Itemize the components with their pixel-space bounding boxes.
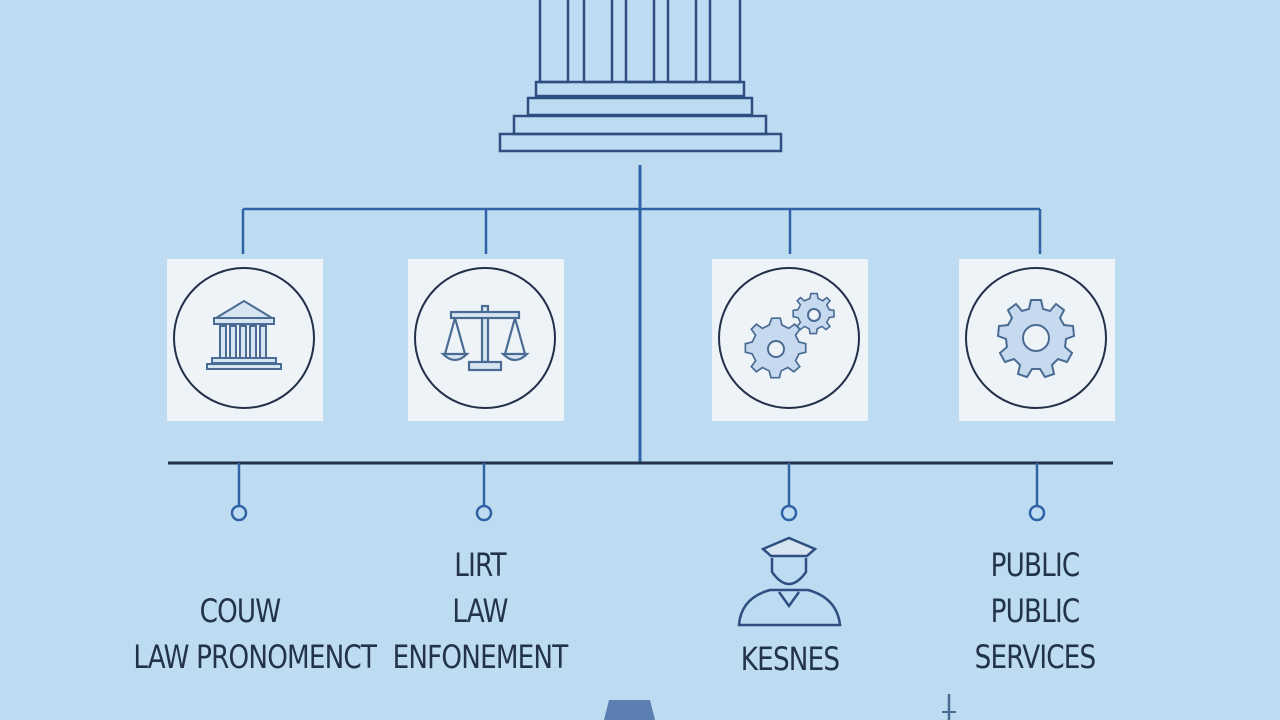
node-label-line: PUBLIC xyxy=(990,546,1081,584)
card-gears xyxy=(712,259,868,421)
icon-circle xyxy=(718,267,860,409)
node-label-line: ENFONEMENT xyxy=(392,638,569,676)
icon-circle xyxy=(965,267,1107,409)
courthouse-icon xyxy=(206,299,282,370)
icon-circle xyxy=(414,267,556,409)
node-label-line: PUBLIC xyxy=(990,592,1081,630)
card-scales xyxy=(408,259,564,421)
node-label-line: LIRT xyxy=(454,546,506,584)
node-label-line: KESNES xyxy=(740,640,840,678)
icon-circle xyxy=(173,267,315,409)
node-label-law: LIRT LAW ENFONEMENT xyxy=(382,542,579,680)
gear-icon xyxy=(996,299,1076,379)
card-gear xyxy=(959,259,1115,421)
node-label-line: COUW xyxy=(199,592,282,630)
gears-icon xyxy=(744,292,835,379)
node-label-line: SERVICES xyxy=(974,638,1097,676)
government-building-icon xyxy=(498,0,783,153)
node-label-public: PUBLIC PUBLIC SERVICES xyxy=(949,542,1121,680)
node-label-line: LAW PRONOMENCT xyxy=(133,638,377,676)
officer-person-icon xyxy=(737,536,842,627)
scales-of-justice-icon xyxy=(440,304,530,372)
node-label-court: COUW LAW PRONOMENCT xyxy=(133,588,377,680)
node-label-services: KESNES xyxy=(716,636,864,682)
node-label-line: LAW xyxy=(452,592,508,630)
card-courthouse xyxy=(167,259,323,421)
